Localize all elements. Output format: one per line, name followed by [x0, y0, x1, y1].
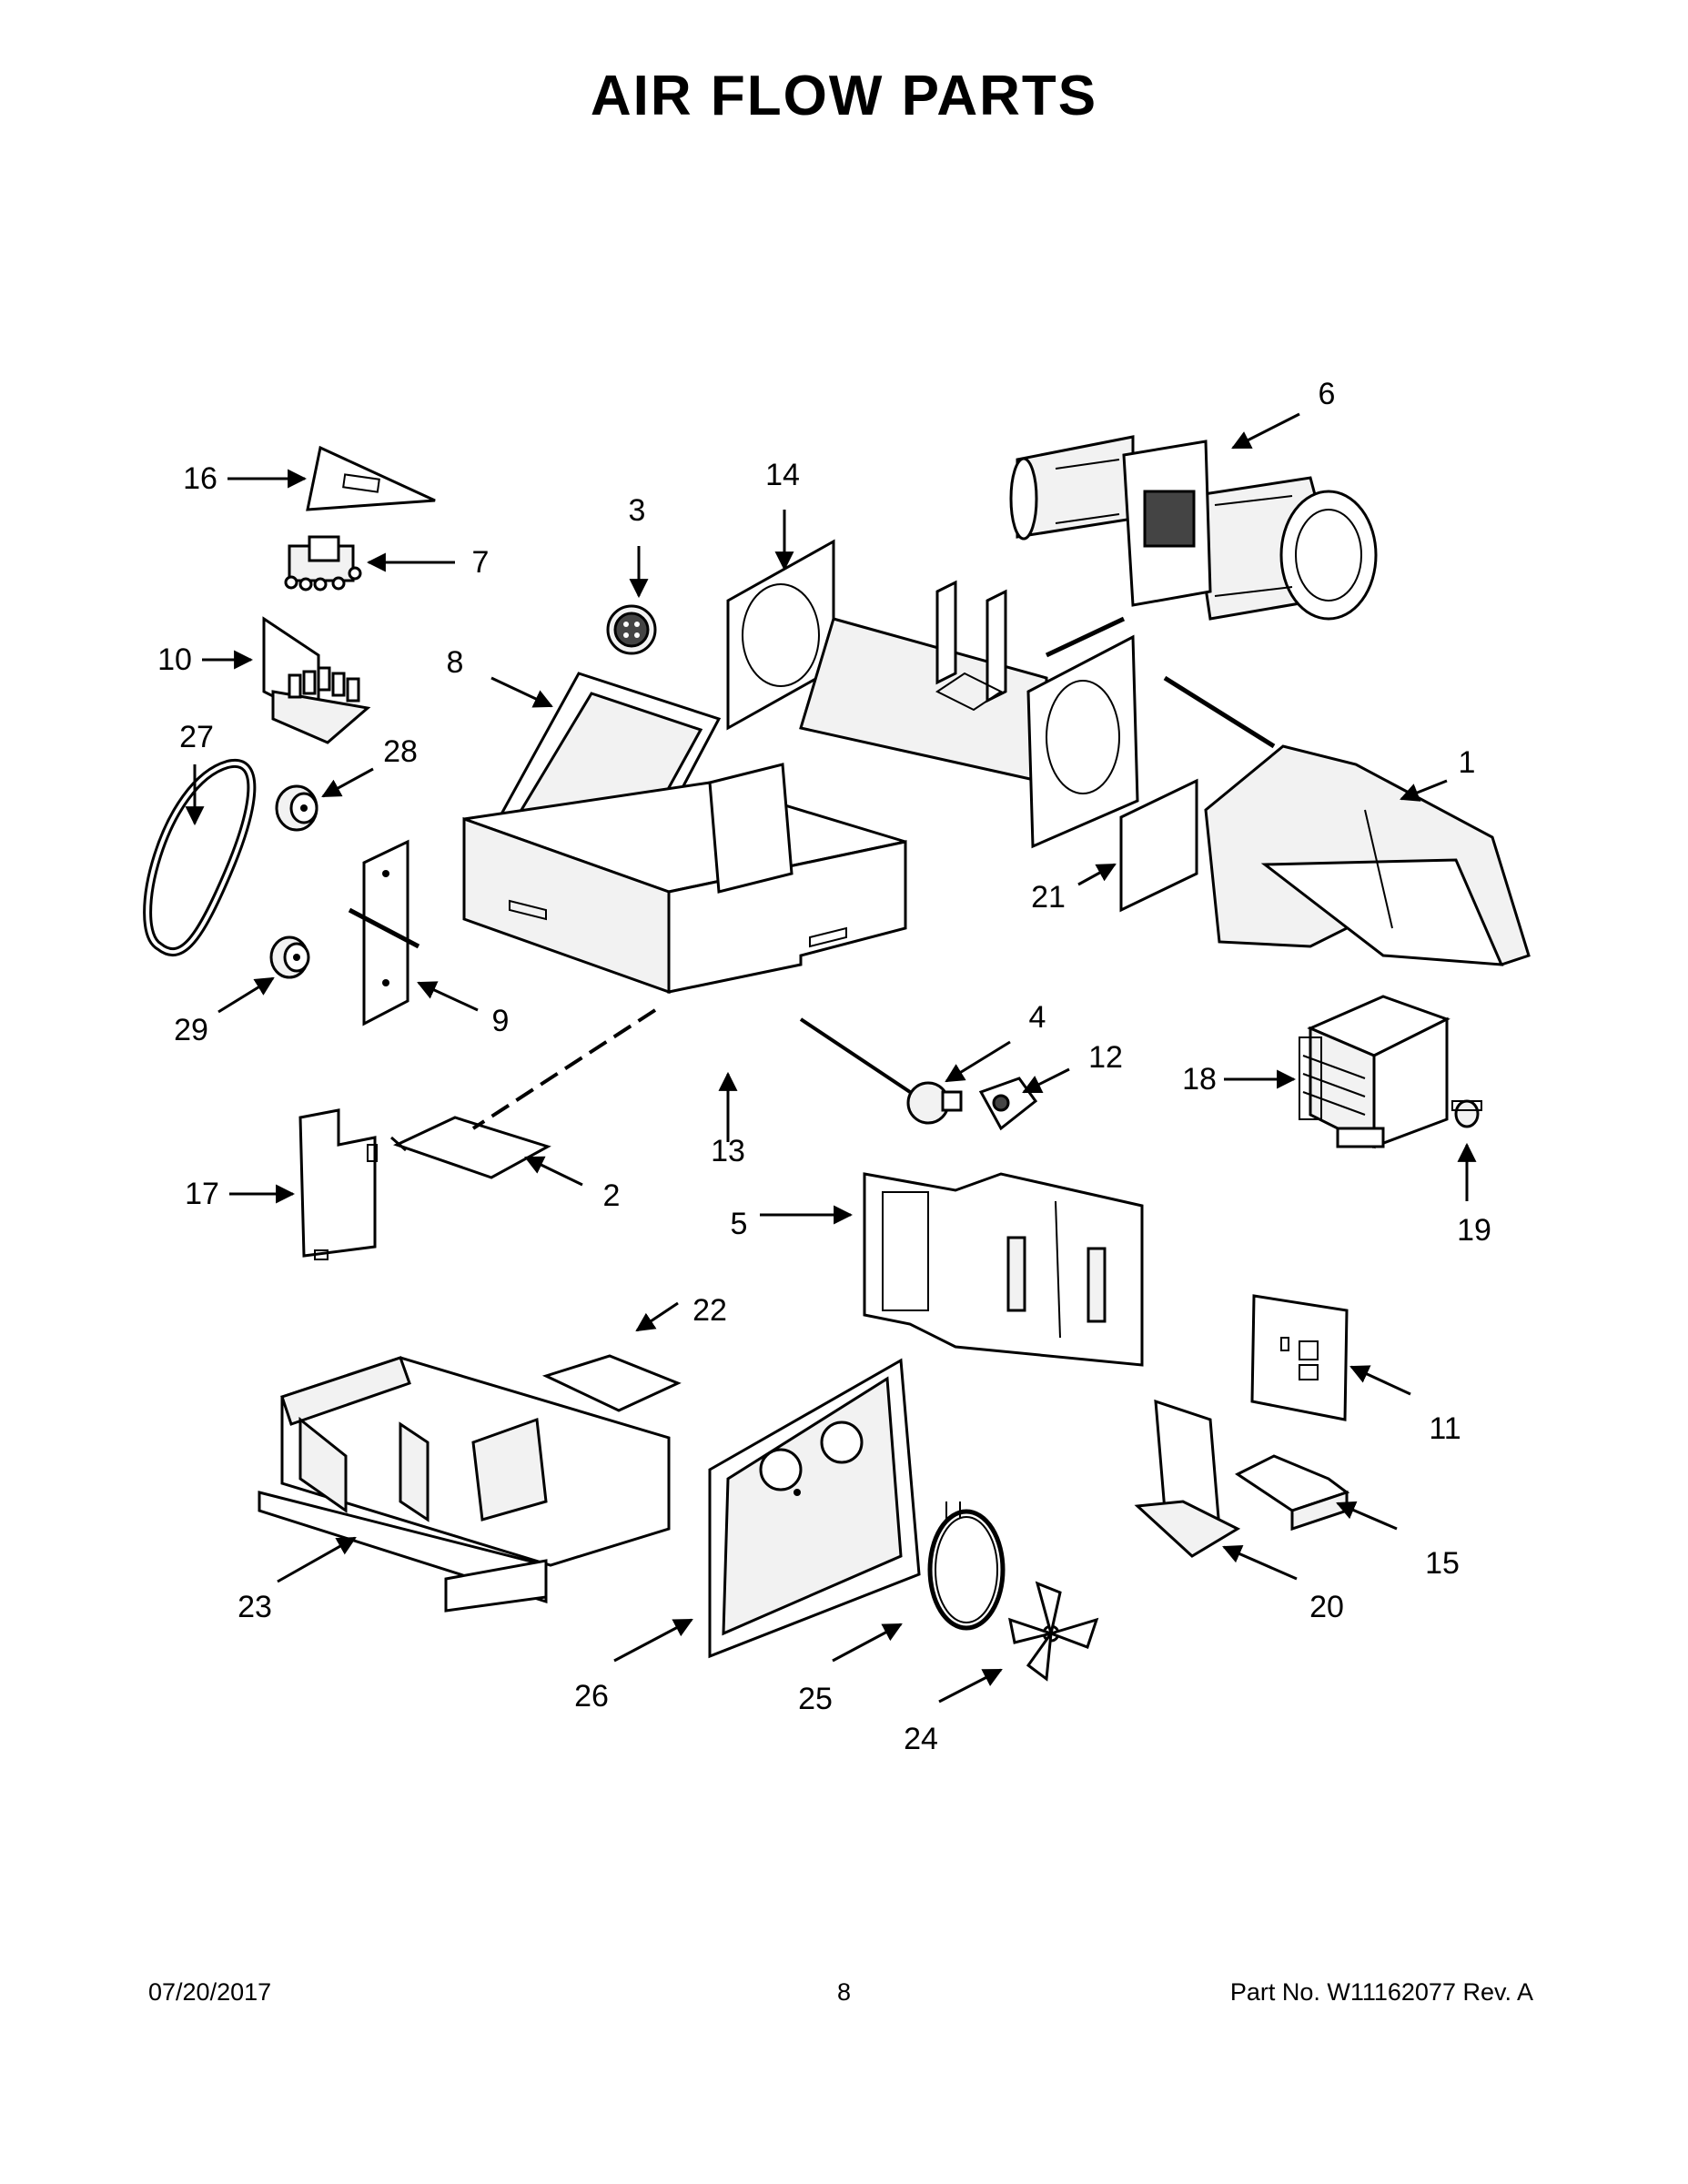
- part-3-fan-hub: [606, 604, 657, 655]
- callout-23: 23: [238, 1590, 272, 1624]
- arrow-21: [1077, 863, 1117, 886]
- part-21-plate: [1119, 778, 1198, 913]
- part-1-duct: [1204, 744, 1531, 966]
- part-23-box: [258, 1356, 671, 1613]
- part-12-socket: [978, 1077, 1038, 1131]
- arrow-1: [1400, 779, 1448, 802]
- callout-25: 25: [798, 1682, 833, 1716]
- arrow-20: [1222, 1544, 1298, 1581]
- callout-29: 29: [174, 1013, 208, 1047]
- callout-26: 26: [574, 1679, 609, 1714]
- callout-7: 7: [472, 545, 490, 580]
- part-27-belt: [143, 758, 257, 956]
- connector-line: [1045, 616, 1126, 658]
- arrow-2: [524, 1156, 583, 1187]
- footer-page-number: 8: [836, 1978, 852, 2006]
- arrow-29: [217, 976, 275, 1014]
- part-13-base-pan: [462, 763, 907, 995]
- callout-18: 18: [1182, 1062, 1217, 1097]
- part-10-capacitor-board: [262, 616, 371, 744]
- arrow-4: [945, 1040, 1011, 1083]
- arrow-23: [277, 1536, 357, 1583]
- callout-11: 11: [1429, 1411, 1461, 1446]
- part-22-filter: [541, 1354, 682, 1412]
- part-24-fan-blade: [1008, 1581, 1099, 1682]
- arrow-8: [490, 676, 553, 708]
- part-11-control-board: [1250, 1294, 1349, 1421]
- page-title: AIR FLOW PARTS: [590, 65, 1098, 127]
- callout-21: 21: [1031, 880, 1066, 915]
- part-4-bulb: [906, 1081, 963, 1125]
- callout-20: 20: [1309, 1590, 1344, 1624]
- arrow-6: [1231, 412, 1300, 450]
- arrow-28: [321, 767, 374, 798]
- callout-27: 27: [179, 720, 214, 754]
- callout-24: 24: [904, 1722, 938, 1756]
- arrow-25: [832, 1623, 903, 1663]
- part-15-bracket: [1235, 1454, 1350, 1532]
- callout-8: 8: [447, 645, 464, 680]
- part-19-thermostat: [1451, 1099, 1482, 1128]
- footer-part-number: Part No. W11162077 Rev. A: [1229, 1978, 1533, 2006]
- callout-2: 2: [603, 1178, 621, 1213]
- part-2-cover-sheet: [390, 1116, 551, 1179]
- connector-line: [799, 1017, 912, 1094]
- part-5-back-plate: [863, 1172, 1144, 1367]
- footer-date: 07/20/2017: [148, 1978, 272, 2006]
- callout-15: 15: [1425, 1546, 1460, 1581]
- callout-3: 3: [629, 493, 646, 528]
- callout-17: 17: [185, 1177, 219, 1211]
- callout-1: 1: [1459, 745, 1476, 780]
- callout-9: 9: [492, 1004, 510, 1038]
- part-25-heating-element: [927, 1502, 1006, 1631]
- part-6-blower-motor: [1009, 435, 1378, 621]
- callout-14: 14: [765, 458, 800, 492]
- arrow-24: [938, 1668, 1003, 1704]
- arrow-12: [1022, 1067, 1070, 1094]
- callout-6: 6: [1319, 377, 1336, 411]
- dashed-connector: [471, 1008, 657, 1130]
- callout-13: 13: [711, 1134, 745, 1168]
- part-7-module: [284, 535, 362, 592]
- part-26-door-frame: [708, 1358, 921, 1659]
- part-29-pulley: [269, 935, 310, 979]
- arrow-9: [417, 981, 479, 1012]
- part-20-duct-piece: [1134, 1399, 1241, 1558]
- arrow-26: [613, 1618, 693, 1663]
- connector-line: [1163, 675, 1276, 749]
- callout-4: 4: [1029, 1000, 1046, 1035]
- part-18-transformer: [1299, 995, 1450, 1149]
- callout-10: 10: [157, 642, 192, 677]
- callout-22: 22: [692, 1293, 727, 1328]
- callout-12: 12: [1088, 1040, 1123, 1075]
- part-14-fan-housing: [726, 539, 1139, 849]
- part-16-label-plate: [306, 445, 436, 511]
- callout-19: 19: [1457, 1213, 1491, 1248]
- part-28-pulley: [275, 784, 318, 832]
- callout-28: 28: [383, 734, 418, 769]
- arrow-15: [1336, 1501, 1398, 1531]
- callout-16: 16: [183, 461, 217, 496]
- arrow-11: [1349, 1365, 1411, 1396]
- part-9-shaft-bracket: [348, 839, 420, 1026]
- callout-5: 5: [731, 1207, 748, 1241]
- part-17-side-panel: [298, 1108, 378, 1260]
- arrow-22: [635, 1301, 679, 1332]
